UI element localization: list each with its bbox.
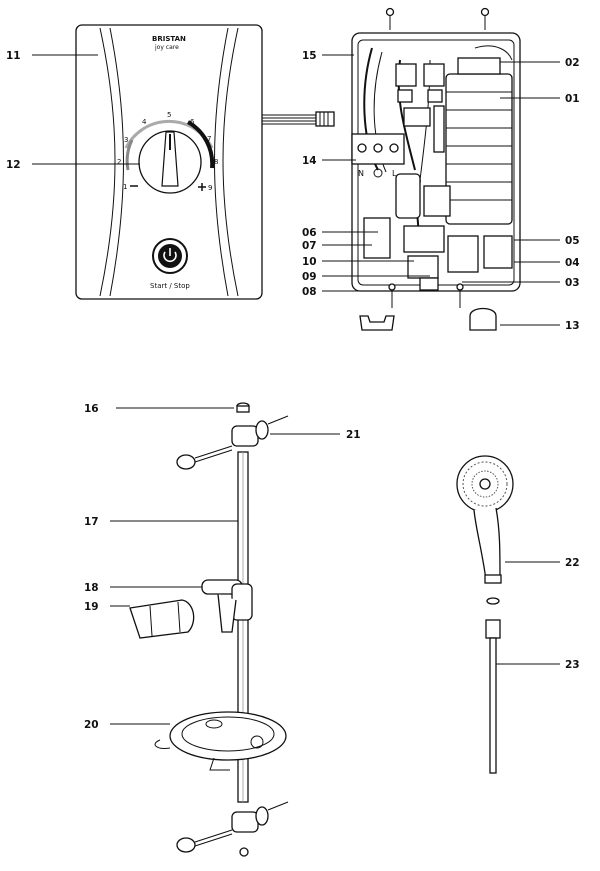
dial-num-7: 7 [207,135,211,143]
start-stop-label: Start / Stop [150,282,190,290]
earth-icon [373,168,383,178]
label-17: 17 [84,516,99,528]
hose [485,597,501,774]
label-08: 08 [302,286,317,298]
soap-dish [154,711,287,771]
label-23: 23 [565,659,580,671]
label-20: 20 [84,719,99,731]
brand-model: joy care [154,44,179,51]
ribbon-cable [262,111,335,127]
power-icon [163,248,177,263]
terminal-l: L [392,169,397,178]
brand-name: BRISTAN [152,35,186,43]
start-stop-button: Start / Stop [150,238,190,290]
terminal-block: N L [351,133,405,178]
bottom-wall-bracket [176,801,289,857]
dial-num-8: 8 [214,158,218,166]
label-21: 21 [346,429,361,441]
control-components [363,63,513,291]
label-15: 15 [302,50,317,62]
plus-icon [198,183,206,191]
label-10: 10 [302,256,317,268]
label-16: 16 [84,403,99,415]
label-12: 12 [6,159,21,171]
dial-num-3: 3 [124,136,128,144]
label-11: 11 [6,50,21,62]
bottom-screws [388,283,464,308]
label-14: 14 [302,155,317,167]
rail-cap [236,402,250,413]
leader-lines [32,54,560,725]
dial-num-4: 4 [142,118,147,126]
label-06: 06 [302,227,317,239]
top-screws [385,7,490,30]
shower-handset [456,455,514,584]
heater-tank [445,57,513,225]
terminal-n: N [358,169,364,178]
label-04: 04 [565,257,580,269]
label-18: 18 [84,582,99,594]
handset-holder [129,599,195,639]
part-labels: 11 12 15 02 01 14 06 07 10 09 08 05 04 0… [6,50,580,731]
label-13: 13 [565,320,580,332]
dial-num-1: 1 [123,183,127,191]
label-03: 03 [565,277,580,289]
cable-grommets [359,307,497,331]
label-07: 07 [302,240,317,252]
label-22: 22 [565,557,580,569]
dial-num-5: 5 [167,111,171,119]
dial-num-9: 9 [208,184,212,192]
label-02: 02 [565,57,580,69]
temperature-dial: 1 2 3 4 5 6 7 8 9 [117,111,218,194]
rail-slider [201,579,253,633]
label-01: 01 [565,93,580,105]
dial-num-6: 6 [190,118,195,126]
label-09: 09 [302,271,317,283]
label-19: 19 [84,601,99,613]
top-wall-bracket [176,415,289,470]
label-05: 05 [565,235,580,247]
dial-num-2: 2 [117,158,121,166]
